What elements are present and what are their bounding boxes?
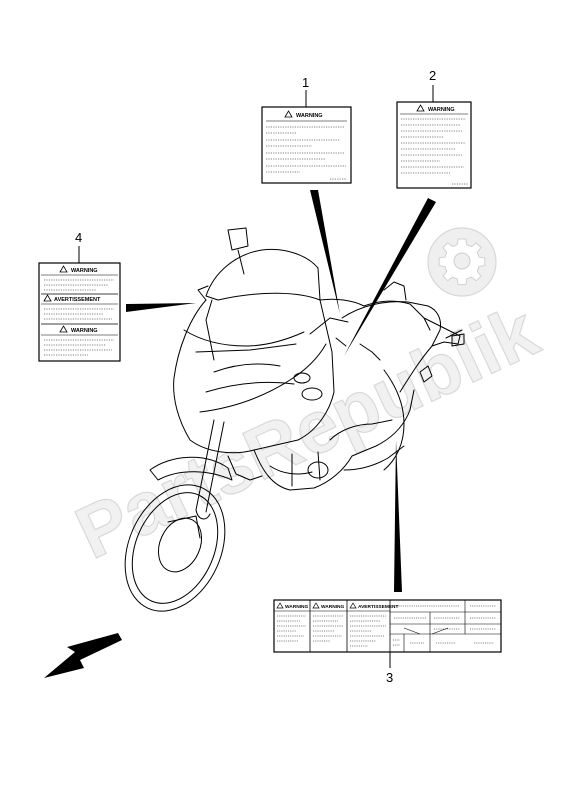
warning-triangle-icon	[349, 602, 357, 609]
label-3-title-1: WARNING	[285, 604, 308, 610]
warning-triangle-icon	[276, 602, 284, 609]
pointer-label-3	[394, 440, 402, 592]
warning-label-3: WARNING WARNING AVERTISSEMENT	[273, 599, 502, 653]
warning-label-2: WARNING	[396, 101, 472, 189]
label-3-title-2: WARNING	[321, 604, 344, 610]
gear-icon	[427, 227, 497, 297]
rear-wheel	[383, 369, 405, 471]
warning-triangle-icon	[416, 104, 425, 112]
warning-triangle-icon	[284, 110, 293, 118]
warning-label-4: WARNING AVERTISSEMENT WARNING	[38, 262, 121, 362]
callout-number-2: 2	[429, 68, 436, 83]
engine	[253, 389, 415, 491]
label-4-title-3: WARNING	[71, 328, 98, 334]
exhaust	[343, 445, 405, 471]
fuel-tank	[319, 298, 431, 331]
callout-number-3: 3	[386, 670, 393, 685]
rear-light	[451, 333, 465, 347]
seat	[341, 301, 441, 347]
watermark-text: PartsRepublik	[64, 289, 551, 575]
label-2-title: WARNING	[428, 107, 455, 113]
front-direction-arrow-icon	[44, 633, 122, 678]
motorcycle-drawing	[124, 227, 465, 612]
leader-lines	[78, 85, 436, 668]
warning-label-1: WARNING	[261, 106, 352, 184]
label-1-title: WARNING	[296, 113, 323, 119]
pointer-label-1	[310, 190, 340, 314]
front-fairing	[173, 299, 335, 454]
warning-triangle-icon	[59, 325, 68, 333]
warning-triangle-icon	[43, 294, 52, 302]
warning-triangle-icon	[59, 265, 68, 273]
pointer-label-2	[344, 198, 436, 356]
warning-triangle-icon	[312, 602, 320, 609]
callout-number-4: 4	[75, 230, 82, 245]
windscreen	[205, 248, 321, 301]
mirror	[227, 227, 249, 275]
handlebar	[309, 317, 381, 361]
label-3-title-3: AVERTISSEMENT	[358, 604, 398, 610]
pointer-label-4	[126, 303, 196, 312]
label-4-title-2: AVERTISSEMENT	[54, 297, 101, 303]
tail-section	[399, 317, 461, 393]
callout-number-1: 1	[302, 75, 309, 90]
front-fork	[195, 419, 225, 520]
label-4-title-1: WARNING	[71, 268, 98, 274]
front-fender	[149, 456, 233, 481]
